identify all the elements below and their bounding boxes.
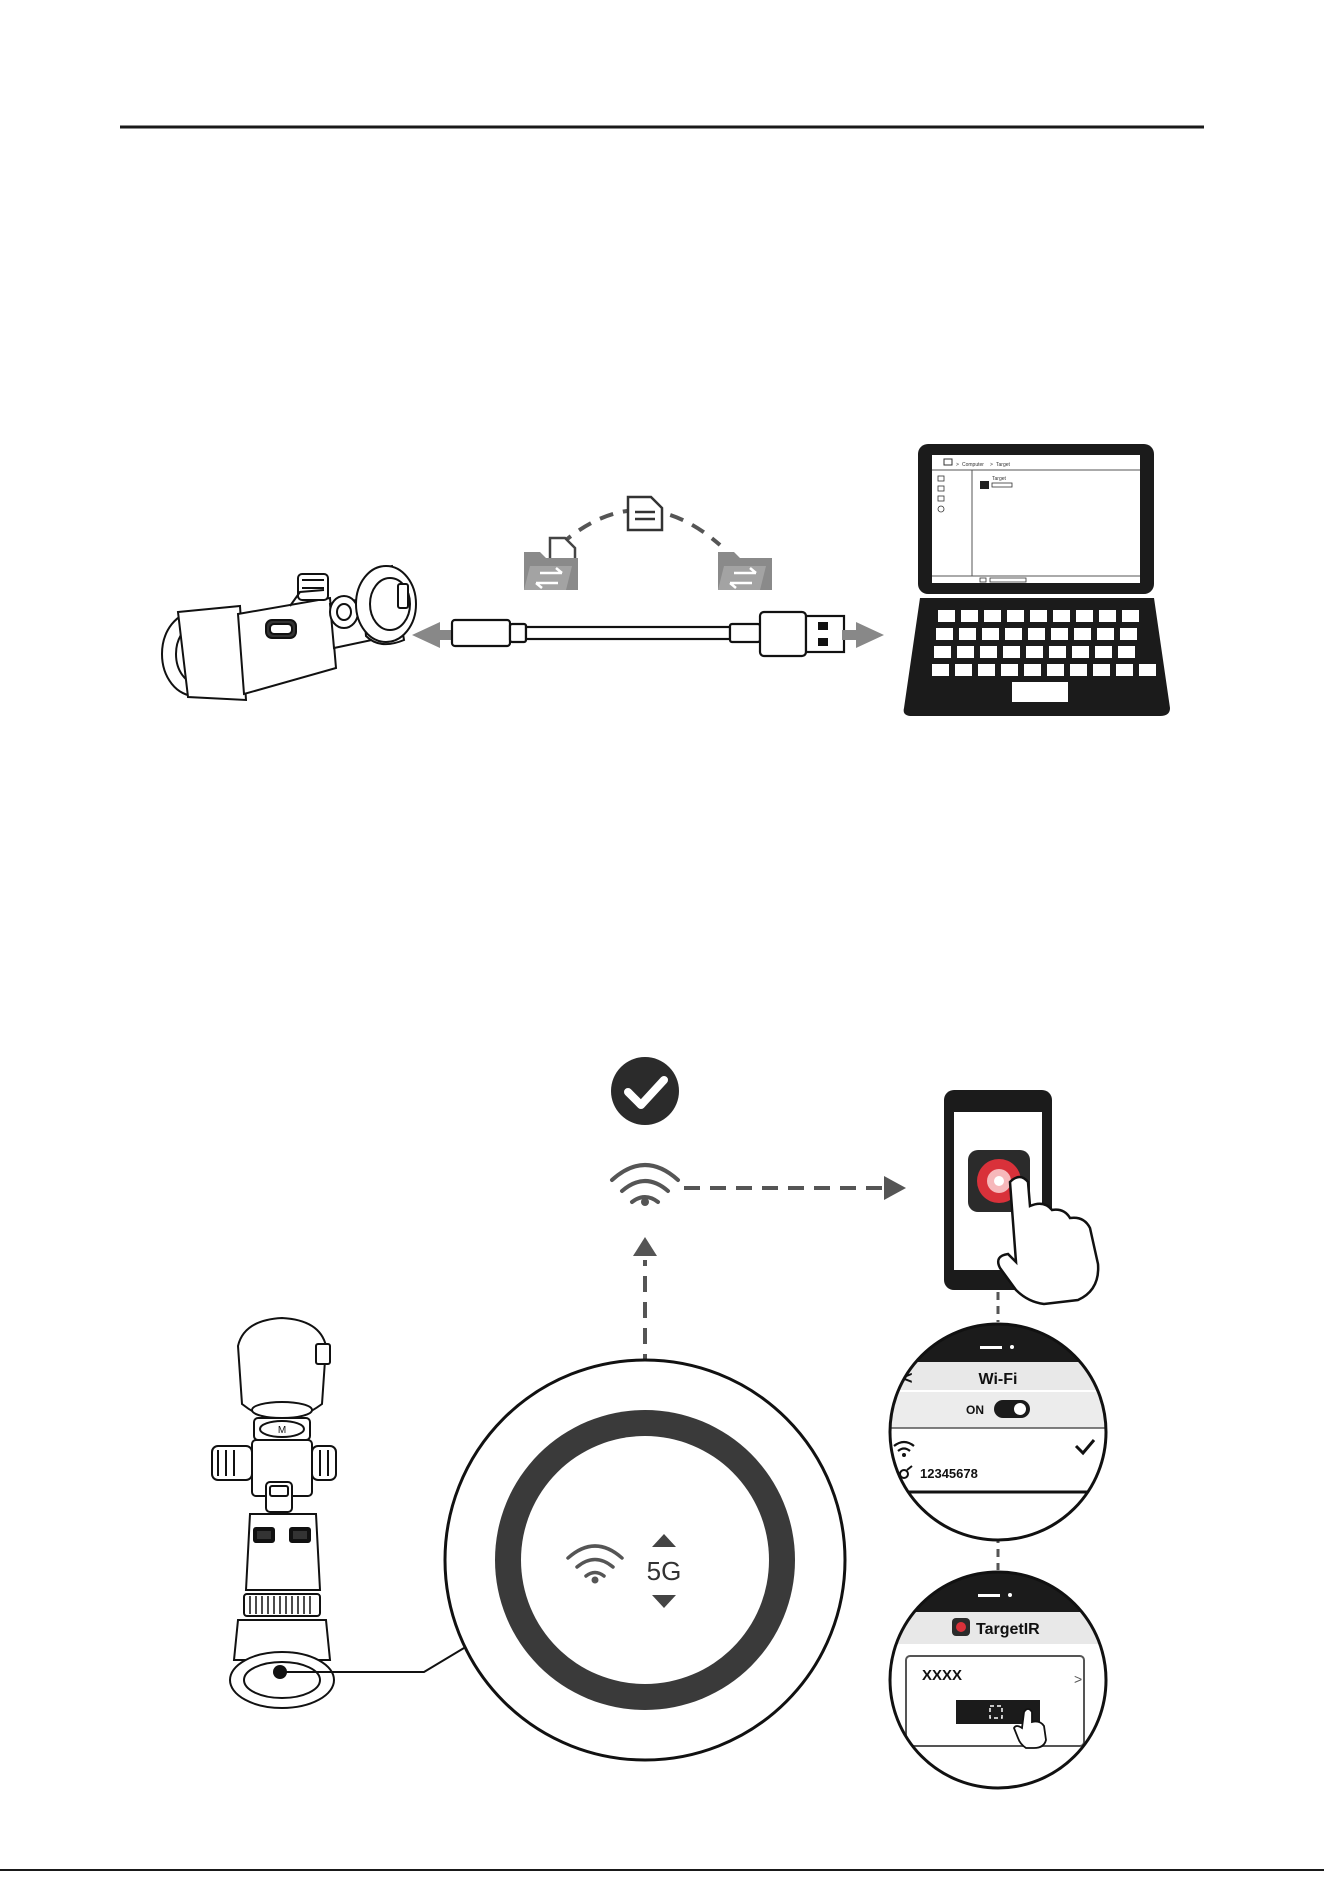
keyboard-key — [934, 646, 951, 658]
svg-text:>: > — [956, 462, 959, 468]
device-name: XXXX — [922, 1667, 962, 1684]
document-icon — [628, 497, 662, 530]
keyboard-key — [1095, 646, 1112, 658]
drive-label: Target — [992, 476, 1007, 482]
keyboard-key — [957, 646, 974, 658]
eyepiece-wifi-menu: 5G — [445, 1360, 845, 1760]
keyboard-key — [1120, 628, 1137, 640]
keyboard-key — [1053, 610, 1070, 622]
wifi-band-value: 5G — [647, 1556, 682, 1586]
keyboard-key — [1028, 628, 1045, 640]
wifi-toggle-label: ON — [966, 1403, 984, 1417]
keyboard-key — [1072, 646, 1089, 658]
laptop: > Computer > Target Target — [904, 444, 1170, 716]
keyboard-key — [1030, 610, 1047, 622]
keyboard-key — [932, 664, 949, 676]
breadcrumb-computer: Computer — [962, 462, 984, 468]
keyboard-key — [984, 610, 1001, 622]
keyboard-key — [938, 610, 955, 622]
arrow-left-icon — [412, 622, 454, 648]
usb-cable — [452, 612, 844, 656]
keyboard-key — [1116, 664, 1133, 676]
keyboard-key — [1097, 628, 1114, 640]
arrow-right-icon — [842, 622, 884, 648]
arrow-head-right-icon — [884, 1176, 906, 1200]
keyboard-key — [1047, 664, 1064, 676]
keyboard-key — [1118, 646, 1135, 658]
svg-text:>: > — [990, 462, 993, 468]
keyboard-key — [1049, 646, 1066, 658]
keyboard-key — [1074, 628, 1091, 640]
keyboard-key — [1007, 610, 1024, 622]
keyboard-key — [1003, 646, 1020, 658]
svg-text:>: > — [1074, 1671, 1082, 1687]
keyboard-key — [1076, 610, 1093, 622]
keyboard-key — [1070, 664, 1087, 676]
folder-transfer-icon-left — [524, 538, 578, 590]
keyboard-key — [961, 610, 978, 622]
targetir-app-zoom: TargetIR XXXX > — [880, 1570, 1120, 1800]
keyboard-key — [1051, 628, 1068, 640]
check-badge-icon — [611, 1057, 679, 1125]
laptop-trackpad — [1012, 682, 1068, 702]
wifi-signal-icon — [612, 1165, 678, 1206]
breadcrumb-target: Target — [996, 462, 1011, 468]
keyboard-key — [1093, 664, 1110, 676]
keyboard-key — [978, 664, 995, 676]
wifi-password: 12345678 — [920, 1466, 978, 1481]
keyboard-key — [1139, 664, 1156, 676]
wifi-screen-title: Wi-Fi — [979, 1371, 1018, 1388]
keyboard-key — [1099, 610, 1116, 622]
folder-transfer-icon-right — [718, 552, 772, 590]
keyboard-key — [955, 664, 972, 676]
wifi-connection-diagram: < Wi-Fi ON 12345678 — [212, 1057, 1120, 1800]
arrow-head-up-icon — [633, 1237, 657, 1256]
smartphone — [944, 1090, 1098, 1304]
keyboard-key — [982, 628, 999, 640]
keyboard-key — [1024, 664, 1041, 676]
keyboard-key — [1005, 628, 1022, 640]
scope-top-view: M — [212, 1318, 336, 1708]
usb-transfer-diagram: > Computer > Target Target — [162, 444, 1170, 716]
svg-text:M: M — [278, 1425, 286, 1436]
app-name: TargetIR — [976, 1621, 1040, 1638]
scope-side-view — [162, 566, 416, 700]
keyboard-key — [1122, 610, 1139, 622]
wifi-settings-zoom: < Wi-Fi ON 12345678 — [880, 1320, 1120, 1550]
keyboard-key — [1026, 646, 1043, 658]
keyboard-key — [936, 628, 953, 640]
keyboard-key — [980, 646, 997, 658]
keyboard-key — [1001, 664, 1018, 676]
keyboard-key — [959, 628, 976, 640]
